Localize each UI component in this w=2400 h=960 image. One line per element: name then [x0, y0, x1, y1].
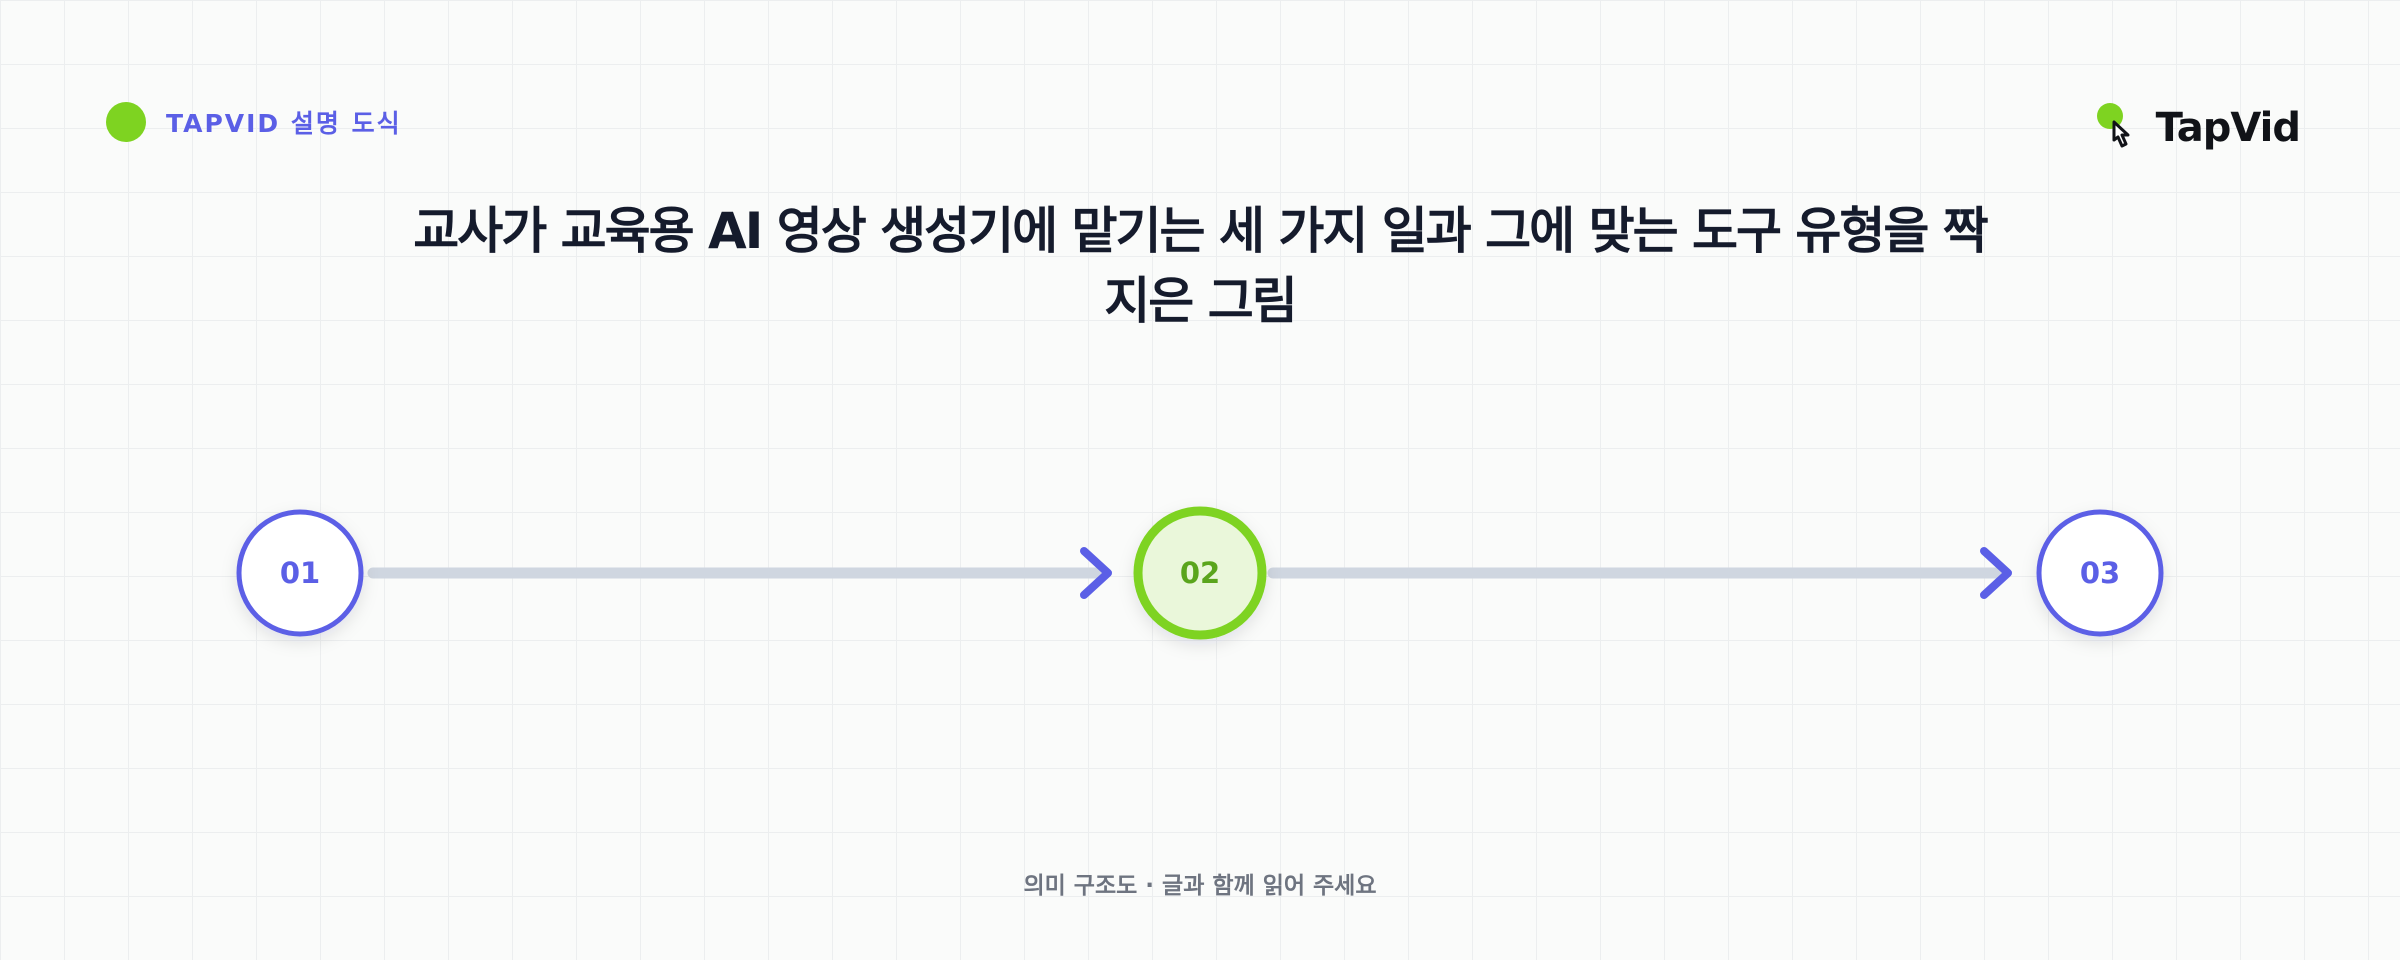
tag-dot	[106, 102, 146, 142]
header-tag: TAPVID 설명 도식	[106, 102, 402, 142]
step-node: 03	[2036, 509, 2164, 637]
step-node: 01	[236, 509, 364, 637]
footer-note: 의미 구조도 · 글과 함께 읽어 주세요	[1023, 873, 1377, 899]
pointer-hand-icon	[2094, 100, 2150, 156]
tag-label: TAPVID 설명 도식	[166, 109, 402, 138]
chevron-right-icon	[1080, 547, 1112, 599]
step-number: 02	[1180, 556, 1220, 590]
logo-text: TapVid	[2155, 105, 2301, 151]
brand-logo: TapVid	[2094, 100, 2301, 156]
step-number: 01	[280, 556, 320, 590]
page-title: 교사가 교육용 AI 영상 생성기에 맡기는 세 가지 일과 그에 맞는 도구 …	[413, 202, 1989, 330]
chevron-right-icon	[1980, 547, 2012, 599]
step-number: 03	[2080, 556, 2120, 590]
step-node-highlighted: 02	[1133, 506, 1267, 640]
